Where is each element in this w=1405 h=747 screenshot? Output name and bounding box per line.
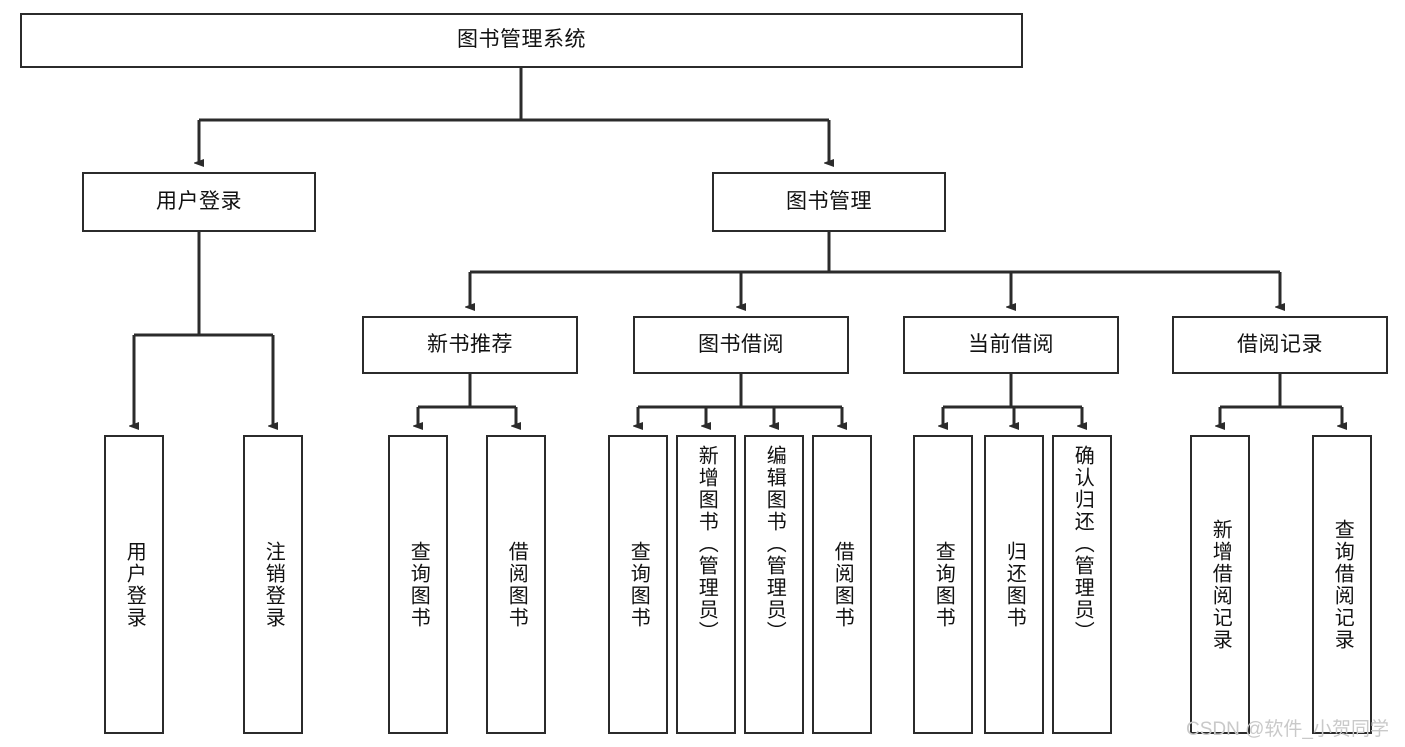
node-book-management-label: 图书管理: [786, 189, 872, 213]
node-root-label: 图书管理系统: [457, 28, 586, 52]
node-leaf-borrow-book-label: 借阅图书: [831, 540, 854, 629]
node-leaf-query-book-current-label: 查询图书: [932, 540, 955, 629]
node-leaf-query-book-current[interactable]: 查询图书: [913, 435, 973, 734]
node-leaf-return-book-label: 归还图书: [1003, 540, 1026, 629]
node-leaf-query-book-borrow[interactable]: 查询图书: [608, 435, 668, 734]
node-leaf-edit-book-admin[interactable]: 编辑图书（管理员）: [744, 435, 804, 734]
csdn-watermark: CSDN @软件_小贺同学: [1186, 719, 1389, 740]
node-leaf-borrow-book-recommend[interactable]: 借阅图书: [486, 435, 546, 734]
node-leaf-query-borrow-record[interactable]: 查询借阅记录: [1312, 435, 1372, 734]
node-leaf-return-book[interactable]: 归还图书: [984, 435, 1044, 734]
node-leaf-borrow-book-recommend-label: 借阅图书: [505, 540, 528, 629]
node-user-login[interactable]: 用户登录: [82, 172, 316, 232]
node-leaf-user-login[interactable]: 用户登录: [104, 435, 164, 734]
node-leaf-add-book-admin-label: 新增图书（管理员）: [695, 445, 718, 643]
node-leaf-query-book-recommend[interactable]: 查询图书: [388, 435, 448, 734]
node-leaf-borrow-book[interactable]: 借阅图书: [812, 435, 872, 734]
node-new-book-recommend-label: 新书推荐: [427, 332, 513, 356]
node-leaf-confirm-return-admin[interactable]: 确认归还（管理员）: [1052, 435, 1112, 734]
node-borrow-record[interactable]: 借阅记录: [1172, 316, 1388, 374]
node-leaf-query-book-borrow-label: 查询图书: [627, 540, 650, 629]
node-root[interactable]: 图书管理系统: [20, 13, 1023, 68]
node-leaf-query-book-recommend-label: 查询图书: [407, 540, 430, 629]
node-current-borrow[interactable]: 当前借阅: [903, 316, 1119, 374]
node-leaf-logout-login[interactable]: 注销登录: [243, 435, 303, 734]
node-book-borrow-label: 图书借阅: [698, 332, 784, 356]
node-book-management[interactable]: 图书管理: [712, 172, 946, 232]
node-user-login-label: 用户登录: [156, 189, 242, 213]
node-new-book-recommend[interactable]: 新书推荐: [362, 316, 578, 374]
node-leaf-edit-book-admin-label: 编辑图书（管理员）: [763, 445, 786, 643]
node-book-borrow[interactable]: 图书借阅: [633, 316, 849, 374]
node-leaf-add-borrow-record-label: 新增借阅记录: [1209, 518, 1232, 651]
node-leaf-user-login-label: 用户登录: [123, 540, 146, 629]
node-leaf-confirm-return-admin-label: 确认归还（管理员）: [1071, 445, 1094, 643]
node-leaf-logout-login-label: 注销登录: [262, 540, 285, 629]
node-current-borrow-label: 当前借阅: [968, 332, 1054, 356]
node-leaf-add-borrow-record[interactable]: 新增借阅记录: [1190, 435, 1250, 734]
node-leaf-add-book-admin[interactable]: 新增图书（管理员）: [676, 435, 736, 734]
node-borrow-record-label: 借阅记录: [1237, 332, 1323, 356]
node-leaf-query-borrow-record-label: 查询借阅记录: [1331, 518, 1354, 651]
